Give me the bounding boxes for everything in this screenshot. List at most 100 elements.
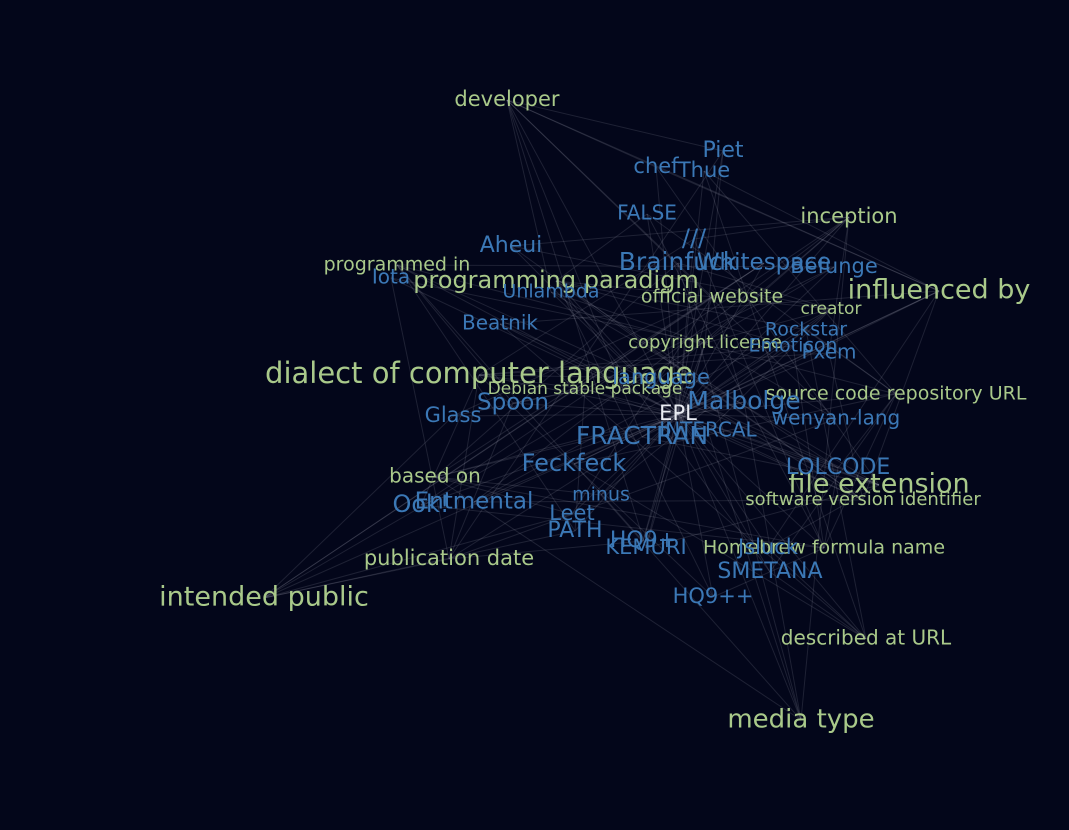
language-node-fractran[interactable]: FRACTRAN xyxy=(576,421,708,450)
graph-edge xyxy=(837,393,897,469)
property-node-file-extension[interactable]: file extension xyxy=(788,469,969,500)
language-node-pxem[interactable]: Pxem xyxy=(801,340,856,364)
graph-labels: developer inception programmed inprogrammi… xyxy=(159,87,1030,735)
graph-edge xyxy=(506,99,724,152)
language-node-malbolge[interactable]: Malbolge xyxy=(687,386,800,415)
graph-edge xyxy=(420,374,480,506)
property-node-based-on[interactable]: based on xyxy=(389,464,481,488)
graph-edge xyxy=(396,264,644,542)
property-node-copyright-license[interactable]: copyright license xyxy=(628,332,782,353)
property-node-homebrew-formula-name[interactable]: Homebrew formula name xyxy=(703,537,945,559)
language-node-kemuri[interactable]: KEMURI xyxy=(605,535,686,559)
property-node-publication-date[interactable]: publication date xyxy=(364,546,534,570)
graph-edge xyxy=(677,413,839,469)
graph-edge xyxy=(434,401,745,478)
property-node-debian-stable-package[interactable]: Debian stable package xyxy=(488,379,683,399)
language-node-hq9[interactable]: HQ9+ xyxy=(610,528,676,553)
graph-edge xyxy=(510,245,832,310)
language-node-lolcode[interactable]: LOLCODE xyxy=(786,455,891,480)
graph-edge xyxy=(555,280,839,469)
graph-edge xyxy=(434,476,602,496)
language-node-ook[interactable]: Ook! xyxy=(392,490,449,518)
language-node-intercal[interactable]: INTERCAL xyxy=(659,418,757,442)
property-node-source-code-repository-url[interactable]: source code repository URL xyxy=(766,383,1027,405)
graph-edge xyxy=(396,264,514,404)
graph-edge xyxy=(390,277,679,415)
graph-edge xyxy=(263,530,576,599)
graph-edge xyxy=(584,388,679,415)
language-node-spoon[interactable]: Spoon xyxy=(477,390,549,416)
property-node-creator[interactable]: creator xyxy=(801,299,862,319)
language-node-whitespace[interactable]: Whitespace xyxy=(697,250,831,276)
property-node-inception[interactable]: inception xyxy=(800,204,897,228)
language-node-emoticon[interactable]: Emoticon xyxy=(749,335,838,357)
graph-edge xyxy=(478,374,679,415)
graph-edge xyxy=(711,296,745,403)
language-node-beatnik[interactable]: Beatnik xyxy=(462,311,538,335)
graph-edge xyxy=(645,342,706,549)
graph-edge xyxy=(655,166,940,292)
graph-edge xyxy=(642,342,706,542)
graph-edge xyxy=(448,540,644,560)
graph-edge xyxy=(434,262,679,478)
graph-edge xyxy=(800,216,850,721)
graph-edge xyxy=(862,290,940,501)
language-node-leet[interactable]: Leet xyxy=(549,501,594,525)
language-node-glass[interactable]: Glass xyxy=(425,403,482,427)
graph-edge xyxy=(641,436,880,486)
language-node-rockstar[interactable]: Rockstar xyxy=(765,319,847,341)
language-node-node[interactable]: /// xyxy=(682,224,707,252)
graph-edge xyxy=(510,245,679,415)
graph-edge xyxy=(574,413,679,532)
language-node-jsluck[interactable]: Jsluck xyxy=(736,535,799,559)
language-node-iota[interactable]: Iota xyxy=(372,265,410,289)
language-node-befunge[interactable]: Befunge xyxy=(790,254,878,278)
graph-edge xyxy=(677,342,706,415)
graph-edge xyxy=(677,308,832,415)
language-node-minus[interactable]: minus xyxy=(572,484,630,506)
language-node-chef[interactable]: chef xyxy=(633,154,679,178)
center-node-epl[interactable]: EPL xyxy=(659,401,697,425)
graph-edge xyxy=(677,413,771,573)
graph-edge xyxy=(584,266,835,390)
graph-edge xyxy=(573,393,897,465)
graph-edge xyxy=(555,280,807,331)
language-node-hq9[interactable]: HQ9++ xyxy=(673,584,754,608)
graph-edge xyxy=(769,393,897,573)
language-node-path[interactable]: PATH xyxy=(547,518,602,543)
graph-edge xyxy=(677,413,714,598)
graph-edge xyxy=(420,216,850,506)
property-node-programmed-in[interactable]: programmed in xyxy=(324,254,471,276)
language-node-false[interactable]: FALSE xyxy=(617,201,677,225)
property-node-dialect-of-computer-language[interactable]: dialect of computer language xyxy=(265,356,693,390)
language-node-entmental[interactable]: Entmental xyxy=(415,489,534,515)
graph-edge xyxy=(767,547,867,640)
graph-edge xyxy=(677,262,832,310)
property-node-media-type[interactable]: media type xyxy=(727,705,874,735)
language-node-feckfeck[interactable]: Feckfeck xyxy=(522,449,627,477)
graph-edge xyxy=(555,280,771,573)
language-node-language[interactable]: language xyxy=(612,365,710,389)
graph-edge xyxy=(573,463,867,640)
property-node-software-version-identifier[interactable]: software version identifier xyxy=(745,489,981,510)
language-node-wenyan-lang[interactable]: wenyan-lang xyxy=(772,406,901,430)
graph-edge xyxy=(550,291,706,344)
language-node-brainfuck[interactable]: Brainfuck xyxy=(619,247,738,276)
language-node-smetana[interactable]: SMETANA xyxy=(717,559,822,584)
property-node-intended-public[interactable]: intended public xyxy=(159,582,369,613)
graph-edge xyxy=(677,413,825,549)
property-node-official-website[interactable]: official website xyxy=(641,286,783,308)
graph-edge xyxy=(828,352,864,501)
language-node-piet[interactable]: Piet xyxy=(702,138,743,163)
language-node-aheui[interactable]: Aheui xyxy=(480,233,543,258)
property-node-programming-paradigm[interactable]: programming paradigm xyxy=(413,266,699,294)
language-node-unlambda[interactable]: Unlambda xyxy=(502,281,599,303)
language-node-thue[interactable]: Thue xyxy=(677,158,730,182)
property-node-influenced-by[interactable]: influenced by xyxy=(848,275,1031,306)
property-node-described-at-url[interactable]: described at URL xyxy=(781,626,952,650)
graph-edge xyxy=(805,329,867,640)
graph-edge xyxy=(434,476,802,721)
graph-edge xyxy=(677,266,835,415)
graph-edge xyxy=(677,413,867,640)
property-node-developer[interactable]: developer xyxy=(454,87,560,111)
